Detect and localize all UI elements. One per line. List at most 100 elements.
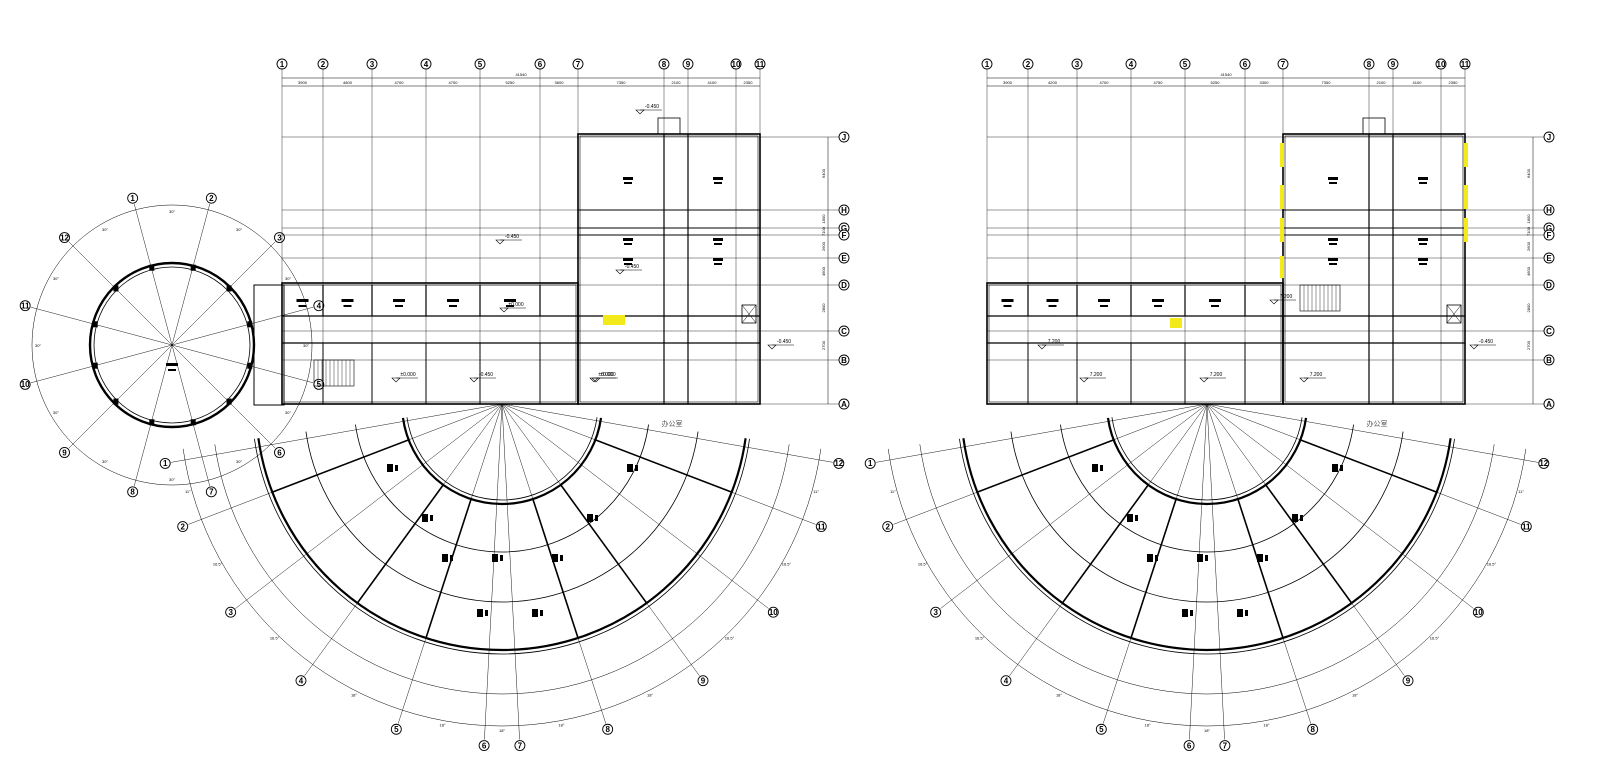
room-tag (1098, 299, 1110, 302)
highlighted-window (1280, 185, 1284, 209)
room-tag (623, 238, 633, 241)
column-grid-bubble-label: 11 (756, 60, 765, 69)
room-tag (168, 369, 176, 371)
radial-grid-line (235, 403, 503, 609)
radial-angle-label: 16.5° (975, 636, 985, 641)
radial-grid-bubble-label: 2 (180, 522, 185, 531)
level-text: ±0.000 (600, 372, 615, 378)
outer-wall (959, 438, 1455, 655)
row-dimension: 4600 (821, 266, 826, 276)
rotunda-grid-bubble (127, 486, 139, 498)
row-grid-bubble (838, 398, 850, 410)
rotunda-radial-line (30, 306, 173, 346)
row-grid-bubble-label: G (841, 224, 847, 233)
row-grid-bubble-label: G (1546, 224, 1552, 233)
row-grid-bubble-label: B (1546, 356, 1552, 365)
radial-grid-bubble-label: 6 (1187, 741, 1192, 750)
radial-partition (595, 439, 732, 493)
row-grid-bubble (838, 279, 850, 291)
radial-partition (1061, 484, 1149, 604)
room-tag (1092, 464, 1098, 472)
row-grid-bubble-label: A (841, 400, 847, 409)
highlighted-window (1464, 143, 1468, 167)
rotunda-angle-label: 30° (169, 209, 175, 214)
east-wing-inner-wall (1284, 135, 1464, 403)
rotunda-radial-line (171, 344, 211, 487)
radial-grid-bubble (225, 606, 237, 618)
radial-partition (532, 498, 579, 639)
room-tag (1003, 305, 1012, 307)
column (247, 321, 253, 328)
radial-grid-line (171, 403, 503, 463)
room-tag (1048, 305, 1057, 307)
radial-grid-bubble (1307, 723, 1319, 735)
column (226, 398, 232, 405)
row-dimension: 4600 (1526, 266, 1531, 276)
radial-grid-bubble (1219, 740, 1231, 751)
rotunda-angle-label: 30° (236, 459, 242, 464)
room-tag (1419, 263, 1427, 265)
row-grid-bubble-label: J (842, 133, 846, 142)
radial-angle-label: 18° (1145, 723, 1151, 728)
row-dimension: 7100 (821, 226, 826, 236)
radial-angle-label: 18° (1352, 692, 1358, 697)
bay-dimension: 7350 (617, 80, 627, 85)
room-tag (1155, 555, 1158, 561)
room-tag (1332, 464, 1338, 472)
room-tag (713, 258, 723, 261)
level-marker (469, 377, 479, 383)
rotunda-grid-bubble-label: 5 (317, 380, 322, 389)
rotunda-angle-label: 30° (35, 343, 41, 348)
room-tag (1001, 299, 1014, 302)
row-grid-bubble (1543, 354, 1555, 366)
row-grid-bubble-label: B (841, 356, 847, 365)
column-grid-bubble-label: 3 (1075, 60, 1080, 69)
highlighted-window (1170, 318, 1182, 328)
radial-angle-label: 18° (1204, 728, 1210, 733)
elevator-shaft (1446, 304, 1462, 324)
level-marker (1299, 377, 1309, 383)
room-tag (387, 464, 393, 472)
row-dimension: 6400 (821, 168, 826, 178)
rotunda-grid-bubble-label: 2 (209, 194, 214, 203)
room-tag (450, 555, 453, 561)
rotunda-grid-bubble-label: 12 (60, 233, 69, 242)
bay-dimension: 7350 (1322, 80, 1332, 85)
highlighted-window (1280, 218, 1284, 242)
radial-grid-bubble-label: 11 (1522, 522, 1531, 531)
room-tag (492, 554, 498, 562)
radial-grid-bubble-label: 5 (394, 725, 399, 734)
row-grid-bubble-label: J (1547, 133, 1551, 142)
bay-dimension: 4200 (1048, 80, 1058, 85)
column-grid-bubble-label: 5 (1183, 60, 1188, 69)
room-tag (422, 514, 428, 522)
radial-grid-bubble (815, 521, 827, 533)
radial-angle-label: 11° (1518, 489, 1524, 494)
room-tag (714, 182, 722, 184)
radial-grid-bubble-label: 1 (868, 459, 873, 468)
radial-angle-label: 18° (351, 692, 357, 697)
row-grid-bubble (838, 325, 850, 337)
overall-dimension: 41540 (515, 72, 527, 77)
row-grid-bubble (838, 229, 850, 241)
rotunda-grid-bubble (274, 447, 285, 458)
room-tag (1418, 238, 1428, 241)
rotunda-grid-bubble-label: 7 (209, 488, 214, 497)
radial-grid-bubble (1538, 457, 1550, 469)
highlighted-window (1280, 256, 1284, 278)
radial-grid-bubble (1520, 521, 1532, 533)
radial-partition (1300, 439, 1437, 493)
rotunda-grid-bubble (59, 447, 70, 458)
room-tag (393, 299, 405, 302)
office-room-label: 办公室 (662, 419, 683, 428)
row-dimension: 2700 (1526, 340, 1531, 350)
radial-partition (425, 498, 472, 639)
row-grid-bubble (838, 354, 850, 366)
column (92, 362, 98, 369)
bay-dimension: 4100 (708, 80, 718, 85)
room-tag (1300, 515, 1303, 521)
bay-dimension: 4100 (1413, 80, 1423, 85)
radial-dimension-arc (182, 448, 822, 727)
radial-grid-bubble-label: 10 (769, 608, 778, 617)
rotunda-angle-label: 30° (303, 343, 309, 348)
